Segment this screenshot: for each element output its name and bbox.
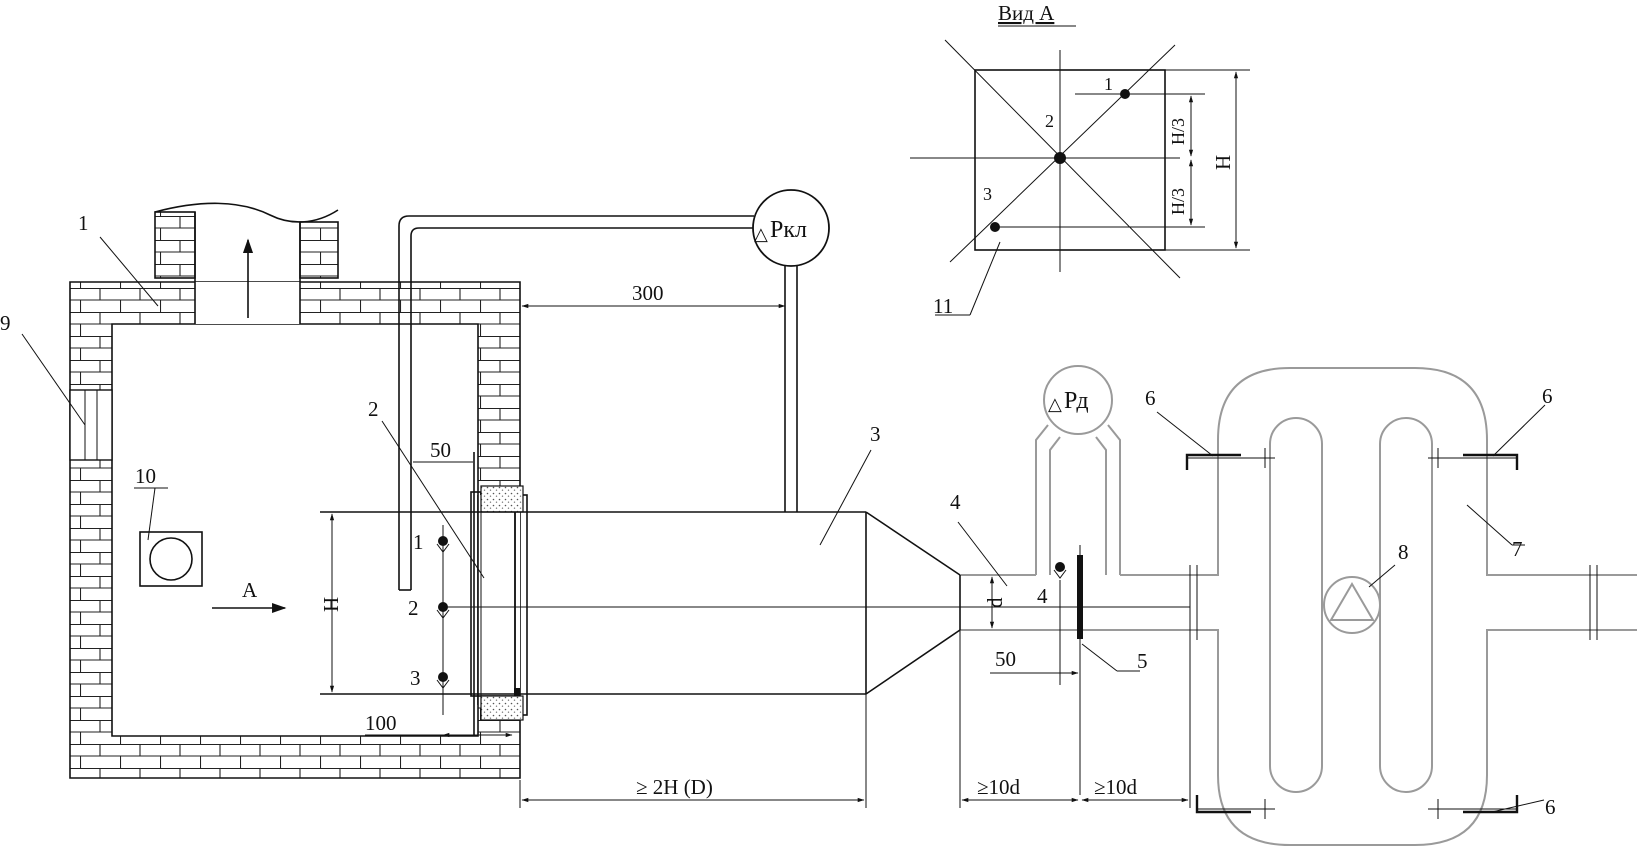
label-1: 1 — [78, 211, 89, 235]
label-6-top-right: 6 — [1542, 384, 1553, 408]
callouts: 1 9 10 2 3 4 5 6 6 6 7 8 1 2 3 4 А — [0, 211, 1556, 819]
view-a-point-2: 2 — [1045, 111, 1054, 131]
view-a-h3-upper: H/3 — [1168, 118, 1188, 145]
chamber-pressure-gauge: △ Ркл — [752, 189, 830, 267]
dim-d: d — [983, 597, 1007, 608]
brick-chamber — [69, 202, 521, 779]
point-label-2: 2 — [408, 596, 419, 620]
test-frame-2 — [470, 452, 528, 736]
chamber-pressure-label: Ркл — [770, 217, 807, 243]
arrow-a-label: А — [242, 578, 258, 602]
label-8: 8 — [1398, 540, 1409, 564]
dim-10d-left: ≥10d — [977, 775, 1021, 799]
label-2: 2 — [368, 397, 379, 421]
dim-10d-right: ≥10d — [1094, 775, 1138, 799]
dim-50-chamber: 50 — [430, 438, 451, 462]
view-a-point-3: 3 — [983, 184, 992, 204]
duct-pressure-label: Рд — [1064, 388, 1089, 414]
view-a-height-label: H — [1211, 155, 1235, 170]
dim-50-duct: 50 — [995, 647, 1016, 671]
label-3: 3 — [870, 422, 881, 446]
view-a-h3-lower: H/3 — [1168, 188, 1188, 215]
chamber-pressure-line — [398, 215, 798, 591]
label-7: 7 — [1512, 537, 1523, 561]
label-6-bottom-right: 6 — [1545, 795, 1556, 819]
view-a-inset: Вид А H/3 H/3 H 1 2 3 11 — [910, 1, 1250, 318]
dim-100: 100 — [365, 711, 397, 735]
point-label-3: 3 — [410, 666, 421, 690]
label-6-top-left: 6 — [1145, 386, 1156, 410]
label-11: 11 — [933, 294, 953, 318]
gauge-delta-symbol: △ — [754, 224, 768, 244]
duct-pressure-gauge: △ Рд — [1043, 365, 1113, 435]
view-a-title: Вид А — [998, 1, 1055, 25]
fan-housing-10 — [139, 531, 203, 587]
dim-h-chamber: H — [319, 597, 343, 612]
measurement-points-chamber — [436, 525, 450, 715]
point-label-4: 4 — [1037, 584, 1048, 608]
label-5: 5 — [1137, 649, 1148, 673]
view-a-point-1: 1 — [1104, 74, 1113, 94]
dim-2h: ≥ 2H (D) — [636, 775, 713, 799]
point-label-1: 1 — [413, 530, 424, 554]
label-10: 10 — [135, 464, 156, 488]
duct-gauge-delta-symbol: △ — [1048, 394, 1062, 414]
dimension-lines: 300 50 H 100 ≥ 2H (D) ≥10d ≥10d d 50 — [319, 281, 1191, 808]
label-9: 9 — [0, 311, 11, 335]
label-4-duct: 4 — [950, 490, 961, 514]
main-duct-3 — [320, 511, 1190, 695]
measuring-duct-4 — [959, 424, 1190, 795]
fan-unit-7 — [1185, 367, 1637, 846]
dim-300: 300 — [632, 281, 664, 305]
